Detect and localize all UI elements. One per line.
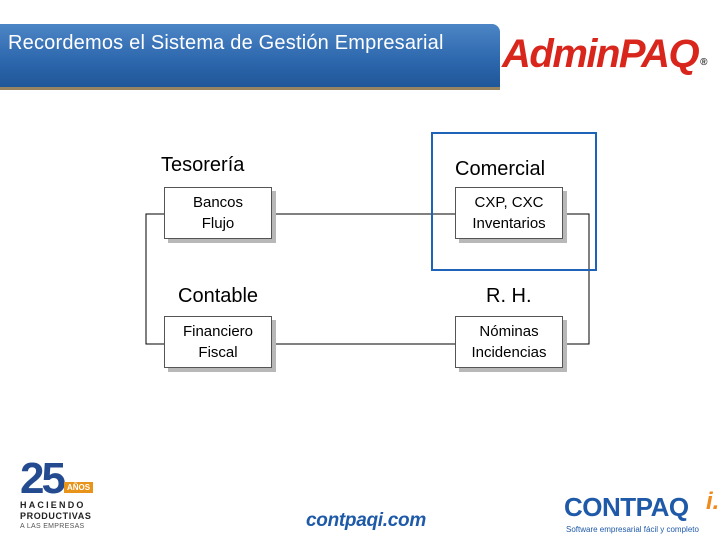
contpaqi-i-mark: i. <box>706 488 720 515</box>
contpaqi-tagline: Software empresarial fácil y completo <box>566 525 699 534</box>
node-tesoreria-line1: Bancos <box>192 194 244 211</box>
contpaqi-brand: CONTPAQ <box>564 492 689 522</box>
node-contable-line2: Fiscal <box>198 344 238 361</box>
node-comercial: CXP, CXC Inventarios <box>455 187 563 239</box>
node-tesoreria: Bancos Flujo <box>164 187 272 239</box>
anniversary-line1: HACIENDO <box>20 500 86 510</box>
anniversary-line2: PRODUCTIVAS <box>20 511 92 521</box>
connector-comercial-rh <box>565 213 590 345</box>
node-contable-line1: Financiero <box>182 323 254 340</box>
node-rh: Nóminas Incidencias <box>455 316 563 368</box>
node-rh-line1: Nóminas <box>479 323 539 340</box>
connector-tesoreria-contable <box>145 213 164 345</box>
contpaqi-logo: CONTPAQ i. Software empresarial fácil y … <box>562 488 722 542</box>
website-link[interactable]: contpaqi.com <box>306 510 426 531</box>
anniversary-logo: 25 AÑOS HACIENDO PRODUCTIVAS A LAS EMPRE… <box>14 454 94 539</box>
comercial-highlight-frame <box>431 132 597 271</box>
node-comercial-line1: CXP, CXC <box>474 194 544 211</box>
label-contable: Contable <box>178 285 259 307</box>
node-contable: Financiero Fiscal <box>164 316 272 368</box>
label-rh: R. H. <box>486 285 532 307</box>
node-comercial-line2: Inventarios <box>472 215 546 232</box>
adminpaq-logo: AdminPAQ ® <box>502 26 718 82</box>
label-tesoreria: Tesorería <box>161 154 245 176</box>
adminpaq-logo-text: AdminPAQ <box>502 31 700 76</box>
registered-mark: ® <box>700 57 708 68</box>
anniversary-number: 25 <box>20 454 66 503</box>
anniversary-line3: A LAS EMPRESAS <box>20 523 85 530</box>
anniversary-badge: AÑOS <box>64 482 94 493</box>
label-comercial: Comercial <box>455 158 546 180</box>
header-banner: Recordemos el Sistema de Gestión Empresa… <box>0 24 500 90</box>
node-rh-line2: Incidencias <box>471 344 547 361</box>
node-tesoreria-line2: Flujo <box>201 215 235 232</box>
page-title: Recordemos el Sistema de Gestión Empresa… <box>8 32 444 54</box>
